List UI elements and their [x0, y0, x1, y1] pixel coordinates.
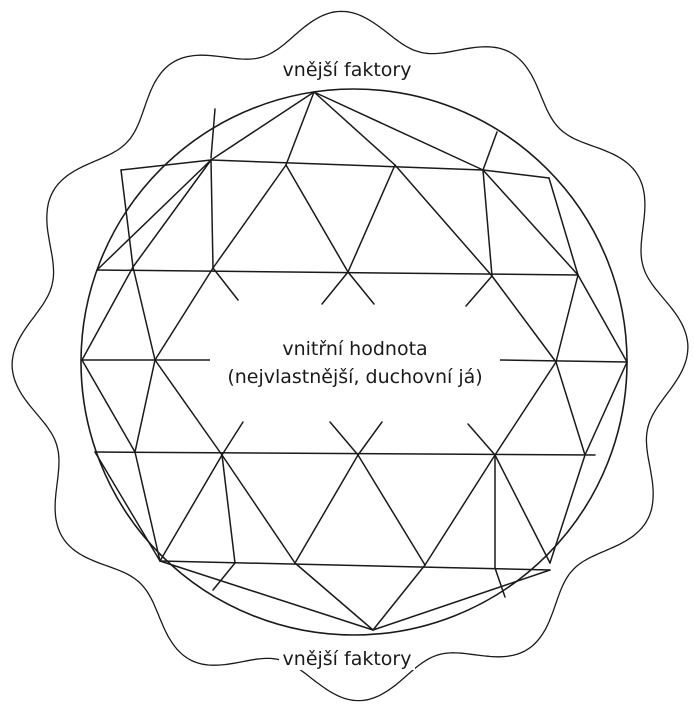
inner-value-subtitle: (nejvlastnější, duchovní já): [210, 364, 500, 392]
inner-value-title: vnitřní hodnota: [210, 336, 500, 364]
inner-value-label: vnitřní hodnota (nejvlastnější, duchovní…: [210, 336, 500, 391]
outer-factors-top-label: vnější faktory: [0, 60, 694, 82]
outer-factors-bottom-label: vnější faktory: [0, 649, 694, 671]
outer-factors-bottom-text: vnější faktory: [279, 648, 416, 670]
outer-factors-top-text: vnější faktory: [279, 59, 416, 81]
